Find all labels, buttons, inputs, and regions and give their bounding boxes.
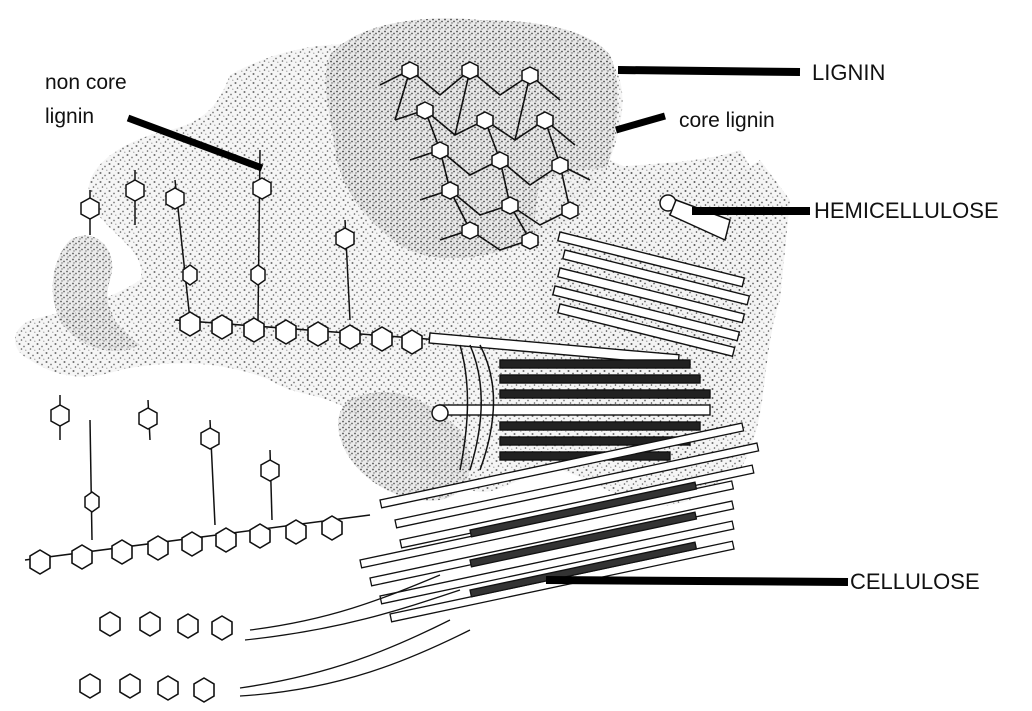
non-core-lignin-label-line1: non core <box>45 66 127 100</box>
core-lignin-label: core lignin <box>679 104 775 138</box>
hemicellulose-chain-bottom <box>80 612 232 702</box>
lignin-label: LIGNIN <box>812 60 885 86</box>
hemicellulose-chain-lower <box>25 515 370 574</box>
cellulose-label: CELLULOSE <box>850 569 980 595</box>
non-core-lignin-label-line2: lignin <box>45 100 94 134</box>
core-lignin-leader-line <box>616 116 665 130</box>
cellulose-strands <box>240 575 470 696</box>
hemicellulose-label: HEMICELLULOSE <box>814 198 999 224</box>
cellulose-leader-line <box>546 580 848 582</box>
lignin-leader-line <box>618 70 800 72</box>
